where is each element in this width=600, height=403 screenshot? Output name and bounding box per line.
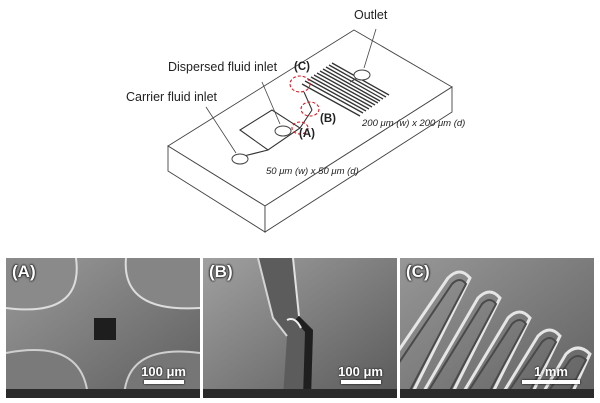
carrier-inlet-label: Carrier fluid inlet — [126, 90, 218, 104]
dispersed-inlet-port — [274, 125, 292, 137]
leader-carrier — [205, 106, 237, 154]
scalebar-c: 1 mm — [522, 364, 580, 384]
leader-outlet — [363, 28, 377, 69]
scalebar-b-text: 100 μm — [338, 364, 383, 379]
marker-b-label: (B) — [320, 113, 336, 125]
small-channel-dimension: 50 μm (w) x 50 μm (d) — [266, 166, 359, 177]
scalebar-b-line — [340, 380, 381, 384]
sem-panel-a: (A) 100 μm — [6, 258, 200, 398]
sem-footer-a — [6, 389, 200, 398]
sem-image-a — [6, 258, 200, 398]
outlet-port — [353, 69, 371, 81]
chip-side-face — [264, 86, 453, 233]
panel-a-label: (A) — [12, 262, 36, 281]
scalebar-a-text: 100 μm — [141, 364, 186, 379]
sem-footer-b — [203, 389, 397, 398]
sem-image-b — [203, 258, 397, 398]
chip-schematic: Outlet Dispersed fluid inlet Carrier flu… — [126, 8, 465, 233]
big-channel-dimension: 200 μm (w) x 200 μm (d) — [361, 118, 465, 129]
highlight-a — [291, 121, 309, 135]
scalebar-c-line — [522, 380, 580, 384]
sem-footer-c — [400, 389, 594, 398]
highlight-c — [289, 75, 311, 93]
junction-to-serpentine — [303, 91, 313, 111]
leader-dispersed — [261, 81, 281, 125]
sem-panel-c: (C) 1 mm — [400, 258, 594, 398]
panel-b-label: (B) — [209, 262, 233, 281]
dispersed-inlet-label: Dispersed fluid inlet — [168, 60, 278, 74]
sem-image-c — [400, 258, 594, 398]
marker-a-label: (A) — [299, 128, 315, 140]
carrier-channel — [243, 149, 269, 157]
scalebar-a-line — [143, 380, 184, 384]
highlight-b — [300, 101, 320, 117]
scalebar-b: 100 μm — [338, 364, 383, 384]
marker-c-label: (C) — [294, 61, 310, 73]
scalebar-a: 100 μm — [141, 364, 186, 384]
panel-c-label: (C) — [406, 262, 430, 281]
junction-channel — [299, 109, 313, 129]
sem-panel-b: (B) 100 μm — [203, 258, 397, 398]
scalebar-c-text: 1 mm — [534, 364, 568, 379]
carrier-inlet-port — [231, 153, 249, 165]
outlet-label: Outlet — [354, 8, 388, 22]
